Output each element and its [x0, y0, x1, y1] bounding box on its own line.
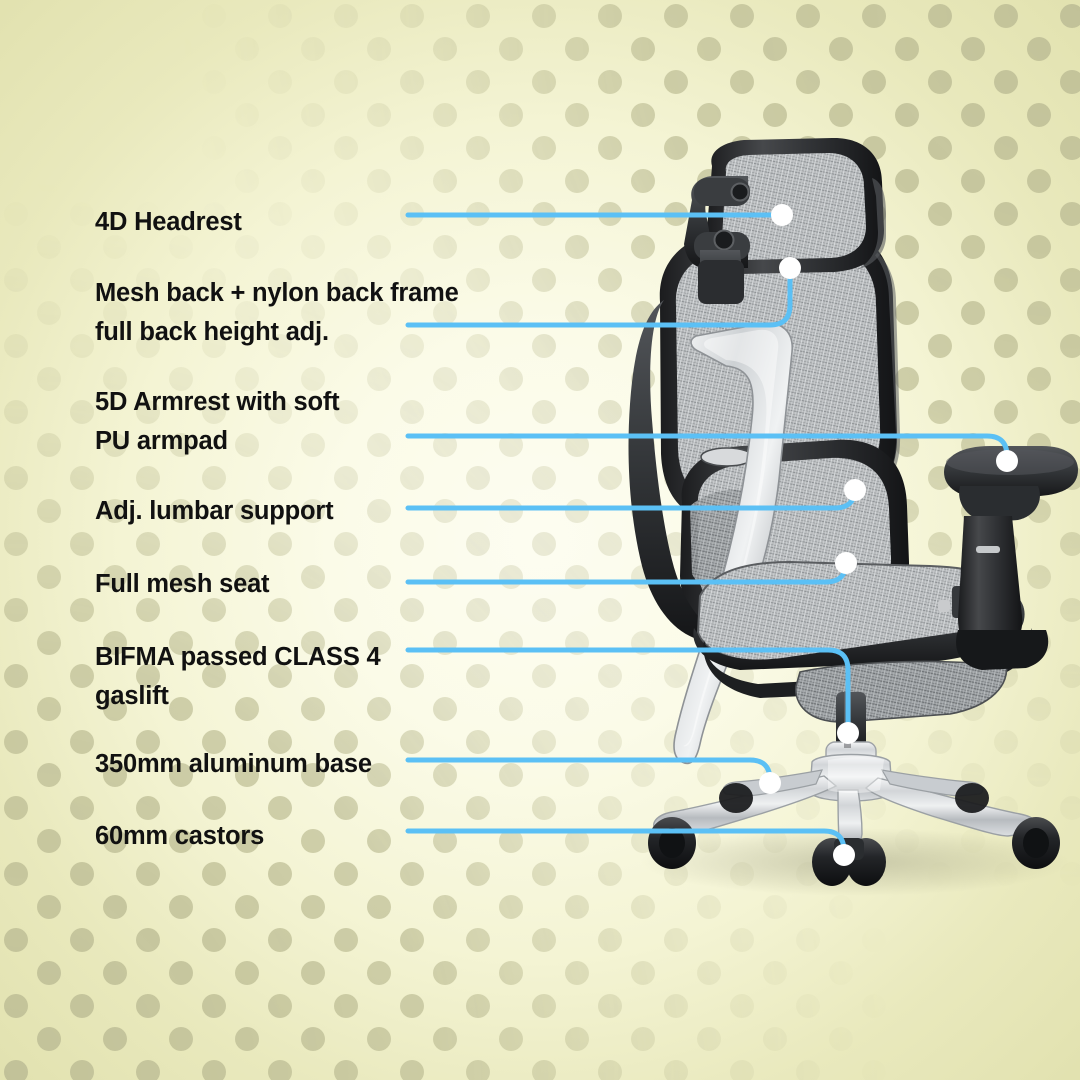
callout-label-gaslift: BIFMA passed CLASS 4 gaslift — [95, 638, 381, 716]
callout-label-lumbar: Adj. lumbar support — [95, 497, 334, 525]
callout-dot-castors — [833, 844, 855, 866]
leader-line-armrest — [405, 433, 1010, 464]
callout-label-armrest-line1: 5D Armrest with soft — [95, 388, 340, 416]
leader-line-mesh-seat — [405, 561, 849, 585]
callout-label-aluminum-base: 350mm aluminum base — [95, 750, 372, 778]
callout-dot-headrest — [771, 204, 793, 226]
callout-label-mesh-seat: Full mesh seat — [95, 570, 270, 598]
leader-line-lumbar — [405, 487, 858, 511]
callout-label-castors: 60mm castors — [95, 822, 265, 850]
callout-dot-lumbar — [844, 479, 866, 501]
callout-label-gaslift-line1: BIFMA passed CLASS 4 — [95, 643, 381, 671]
callout-dot-armrest — [996, 450, 1018, 472]
callout-dot-mesh-seat — [835, 552, 857, 574]
callout-dot-aluminum-base — [759, 772, 781, 794]
callout-dot-gaslift — [837, 722, 859, 744]
callout-label-mesh-back-line1: Mesh back + nylon back frame — [95, 279, 459, 307]
leader-line-aluminum-base — [405, 757, 773, 786]
callout-dot-mesh-back — [779, 257, 801, 279]
callout-label-mesh-back: Mesh back + nylon back frame full back he… — [95, 274, 459, 352]
callout-label-headrest: 4D Headrest — [95, 208, 242, 236]
callout-label-gaslift-line2: gaslift — [95, 682, 169, 710]
leader-line-gaslift — [405, 647, 851, 736]
callout-label-mesh-back-line2: full back height adj. — [95, 318, 329, 346]
leader-line-mesh-back — [405, 269, 793, 328]
callout-label-armrest: 5D Armrest with soft PU armpad — [95, 383, 340, 461]
callout-label-armrest-line2: PU armpad — [95, 427, 228, 455]
leader-line-castors — [405, 828, 847, 858]
